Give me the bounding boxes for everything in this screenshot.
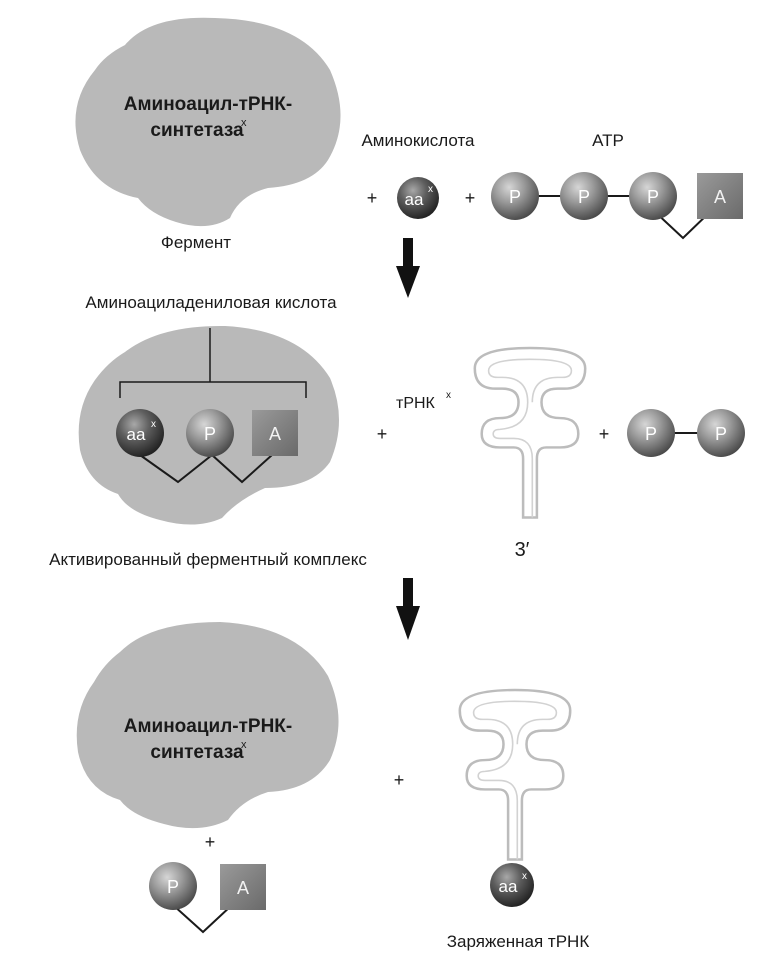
enzyme-name-line2: синтетаза (150, 742, 244, 763)
adenosine-square (252, 410, 298, 456)
aa-ball-sup: x (522, 871, 527, 882)
adenosine-label: A (237, 878, 249, 898)
enzyme-sup: x (241, 739, 247, 751)
phosphate-label: P (167, 877, 179, 897)
adenosine-square (220, 864, 266, 910)
adenosine-label: A (714, 187, 726, 207)
aa-ball-sup: x (151, 419, 156, 430)
atp-ribose-bond (652, 209, 713, 240)
phosphate-ball (629, 172, 677, 220)
aa-ball-label: aa (499, 877, 518, 896)
phosphate-ball (697, 409, 745, 457)
step1: Аминоацил-тРНК- синтетаза x Фермент Амин… (75, 17, 743, 252)
phosphate-label: P (509, 187, 521, 207)
phosphate-label: P (578, 187, 590, 207)
step2: Аминоациладениловая кислота aa x P A + т… (49, 293, 745, 569)
atp-label: АТР (592, 131, 624, 150)
activated-complex-label: Активированный ферментный комплекс (49, 550, 367, 569)
trna-label: тРНК (396, 395, 436, 412)
phosphate-ball (149, 862, 197, 910)
phosphate-ball (491, 172, 539, 220)
complex-bond (139, 454, 213, 484)
plus-sign: + (377, 424, 388, 444)
plus-sign: + (205, 832, 216, 852)
phosphate-label: P (204, 424, 216, 444)
complex-label: Аминоациладениловая кислота (85, 293, 337, 312)
amino-acid-label: Аминокислота (361, 131, 475, 150)
charged-trna-molecule (458, 688, 572, 861)
amp-bond (172, 904, 233, 934)
adenosine-label: A (269, 424, 281, 444)
phosphate-label: P (715, 424, 727, 444)
aa-ball (490, 863, 534, 907)
three-prime-label: 3′ (515, 539, 530, 561)
enzyme-name-line1: Аминоацил-тРНК- (124, 716, 293, 737)
trna-sup: x (446, 390, 451, 401)
reaction-arrow (396, 578, 420, 640)
aa-ball-sup: x (428, 184, 433, 195)
phosphate-label: P (645, 424, 657, 444)
aa-ball (397, 177, 439, 219)
enzyme-name-line2: синтетаза (150, 120, 244, 141)
enzyme-caption: Фермент (161, 233, 231, 252)
plus-sign: + (394, 770, 405, 790)
plus-sign: + (599, 424, 610, 444)
aa-ball-label: aa (405, 190, 424, 209)
phosphate-ball (186, 409, 234, 457)
complex-bond (211, 454, 273, 484)
enzyme-blob-3 (76, 622, 339, 829)
plus-sign: + (367, 188, 378, 208)
phosphate-ball (627, 409, 675, 457)
enzyme-name-line1: Аминоацил-тРНК- (124, 94, 293, 115)
enzyme-sup: x (241, 117, 247, 129)
reaction-arrow (396, 238, 420, 298)
adenosine-square (697, 173, 743, 219)
phosphate-ball (560, 172, 608, 220)
plus-sign: + (465, 188, 476, 208)
aa-ball-label: aa (127, 425, 146, 444)
bracket (119, 381, 307, 398)
step3: Аминоацил-тРНК- синтетаза x + P A + aa x… (76, 622, 590, 951)
enzyme-blob-1 (75, 17, 341, 227)
trna-molecule (473, 346, 587, 519)
charged-trna-label: Заряженная тРНК (447, 932, 590, 951)
phosphate-label: P (647, 187, 659, 207)
aa-ball (116, 409, 164, 457)
